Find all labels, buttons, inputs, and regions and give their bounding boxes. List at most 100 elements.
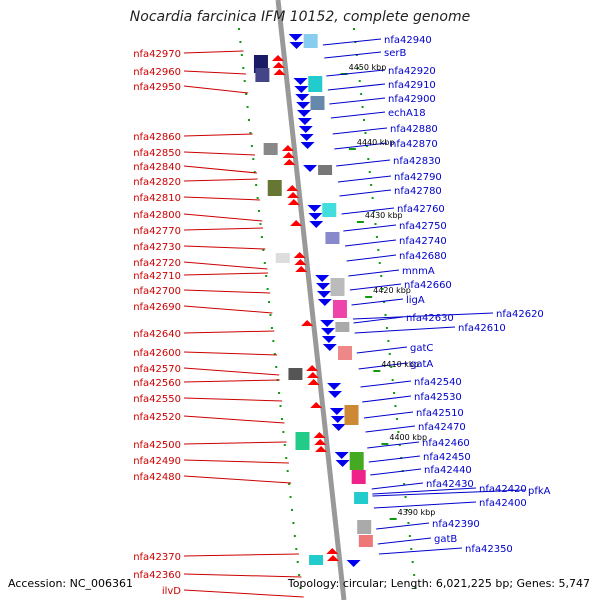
left-tick-dot	[252, 158, 255, 160]
gene-label-nfa42620[interactable]: nfa42620	[496, 309, 544, 320]
gene-label-nfa42840[interactable]: nfa42840	[133, 162, 181, 173]
gene-label-pfkA[interactable]: pfkA	[528, 486, 551, 497]
gene-block	[325, 232, 340, 244]
gene-label-nfa42460[interactable]: nfa42460	[422, 438, 470, 449]
reverse-gene-arrow	[316, 283, 331, 290]
gene-label-nfa42700[interactable]: nfa42700	[133, 286, 181, 297]
gene-label-serB[interactable]: serB	[384, 48, 406, 59]
gene-label-nfa42500[interactable]: nfa42500	[133, 440, 181, 451]
gene-label-nfa42880[interactable]: nfa42880	[390, 124, 438, 135]
left-tick-dot	[279, 405, 282, 407]
right-tick-dot	[398, 444, 401, 446]
gene-block	[351, 470, 366, 484]
gene-label-nfa42540[interactable]: nfa42540	[414, 377, 462, 388]
gene-label-nfa42610[interactable]: nfa42610	[458, 323, 506, 334]
left-tick-dot	[292, 522, 295, 524]
genome-backbone	[275, 0, 347, 600]
gene-label-nfa42810[interactable]: nfa42810	[133, 193, 181, 204]
gene-label-nfa42970[interactable]: nfa42970	[133, 49, 181, 60]
gene-label-nfa42370[interactable]: nfa42370	[133, 552, 181, 563]
gene-label-nfa42950[interactable]: nfa42950	[133, 82, 181, 93]
gene-label-nfa42720[interactable]: nfa42720	[133, 258, 181, 269]
left-tick-dot	[269, 314, 272, 316]
gene-leader-line	[327, 83, 386, 91]
gene-label-nfa42860[interactable]: nfa42860	[133, 132, 181, 143]
gene-label-nfa42940[interactable]: nfa42940	[384, 35, 432, 46]
gene-label-gatA[interactable]: gatA	[410, 359, 433, 370]
gene-label-nfa42570[interactable]: nfa42570	[133, 364, 181, 375]
gene-label-nfa42800[interactable]: nfa42800	[133, 210, 181, 221]
gene-label-nfa42730[interactable]: nfa42730	[133, 242, 181, 253]
left-tick-dot	[290, 509, 293, 511]
gene-label-nfa42470[interactable]: nfa42470	[418, 422, 466, 433]
gene-block	[344, 405, 359, 425]
gene-leader-line	[183, 213, 263, 222]
gene-label-nfa42780[interactable]: nfa42780	[394, 186, 442, 197]
gene-label-nfa42850[interactable]: nfa42850	[133, 148, 181, 159]
kbp-marker-label: 4410 kbp	[381, 360, 419, 369]
gene-label-nfa42640[interactable]: nfa42640	[133, 329, 181, 340]
gene-leader-line	[367, 441, 420, 449]
gene-label-nfa42440[interactable]: nfa42440	[424, 465, 472, 476]
gene-label-ligA[interactable]: ligA	[406, 295, 425, 306]
left-tick-dot	[248, 119, 251, 121]
gene-label-mnmA[interactable]: mnmA	[402, 266, 435, 277]
gene-label-nfa42690[interactable]: nfa42690	[133, 302, 181, 313]
gene-label-nfa42350[interactable]: nfa42350	[465, 544, 513, 555]
gene-label-nfa42510[interactable]: nfa42510	[416, 408, 464, 419]
gene-label-ilvD[interactable]: ilvD	[162, 586, 181, 597]
gene-label-gatC[interactable]: gatC	[410, 343, 433, 354]
left-tick-dot	[299, 587, 302, 589]
gene-label-nfa42360[interactable]: nfa42360	[133, 570, 181, 581]
gene-label-echA18[interactable]: echA18	[388, 108, 426, 119]
gene-label-nfa42630[interactable]: nfa42630	[406, 313, 454, 324]
right-tick-dot	[380, 275, 383, 277]
left-tick-dot	[245, 93, 248, 95]
gene-label-nfa42710[interactable]: nfa42710	[133, 271, 181, 282]
gene-label-nfa42770[interactable]: nfa42770	[133, 226, 181, 237]
gene-label-nfa42740[interactable]: nfa42740	[399, 236, 447, 247]
gene-label-nfa42520[interactable]: nfa42520	[133, 412, 181, 423]
gene-leader-line	[371, 482, 424, 490]
gene-label-nfa42900[interactable]: nfa42900	[388, 94, 436, 105]
forward-gene-arrow	[283, 159, 296, 165]
right-tick-dot	[405, 509, 408, 511]
gene-label-nfa42420[interactable]: nfa42420	[479, 484, 527, 495]
gene-label-nfa42550[interactable]: nfa42550	[133, 394, 181, 405]
gene-label-nfa42960[interactable]: nfa42960	[133, 67, 181, 78]
gene-label-nfa42910[interactable]: nfa42910	[388, 80, 436, 91]
gene-label-nfa42400[interactable]: nfa42400	[479, 498, 527, 509]
gene-label-nfa42480[interactable]: nfa42480	[133, 472, 181, 483]
gene-label-nfa42830[interactable]: nfa42830	[393, 156, 441, 167]
reverse-gene-arrow	[316, 291, 331, 298]
gene-label-nfa42870[interactable]: nfa42870	[390, 139, 438, 150]
gene-label-nfa42450[interactable]: nfa42450	[423, 452, 471, 463]
gene-label-nfa42790[interactable]: nfa42790	[394, 172, 442, 183]
gene-label-nfa42530[interactable]: nfa42530	[414, 392, 462, 403]
left-tick-dot	[293, 535, 296, 537]
gene-leader-line	[183, 415, 285, 424]
gene-label-nfa42390[interactable]: nfa42390	[432, 519, 480, 530]
gene-label-nfa42820[interactable]: nfa42820	[133, 177, 181, 188]
reverse-gene-arrow	[346, 560, 361, 567]
gene-label-nfa42560[interactable]: nfa42560	[133, 378, 181, 389]
kbp-marker-label: 4390 kbp	[398, 508, 436, 517]
right-tick-dot	[363, 119, 366, 121]
gene-label-nfa42920[interactable]: nfa42920	[388, 66, 436, 77]
left-tick-dot	[278, 392, 281, 394]
left-tick-dot	[237, 28, 240, 30]
gene-label-nfa42600[interactable]: nfa42600	[133, 348, 181, 359]
gene-label-nfa42680[interactable]: nfa42680	[399, 251, 447, 262]
gene-leader-line	[368, 455, 421, 463]
reverse-gene-arrow	[317, 299, 332, 306]
gene-label-nfa42430[interactable]: nfa42430	[426, 479, 474, 490]
right-tick-dot	[352, 28, 355, 30]
gene-label-nfa42750[interactable]: nfa42750	[399, 221, 447, 232]
gene-label-nfa42660[interactable]: nfa42660	[404, 280, 452, 291]
gene-leader-line	[353, 312, 494, 320]
gene-label-gatB[interactable]: gatB	[434, 534, 457, 545]
left-tick-dot	[263, 262, 266, 264]
gene-label-nfa42760[interactable]: nfa42760	[397, 204, 445, 215]
gene-leader-line	[183, 196, 260, 201]
gene-label-nfa42490[interactable]: nfa42490	[133, 456, 181, 467]
